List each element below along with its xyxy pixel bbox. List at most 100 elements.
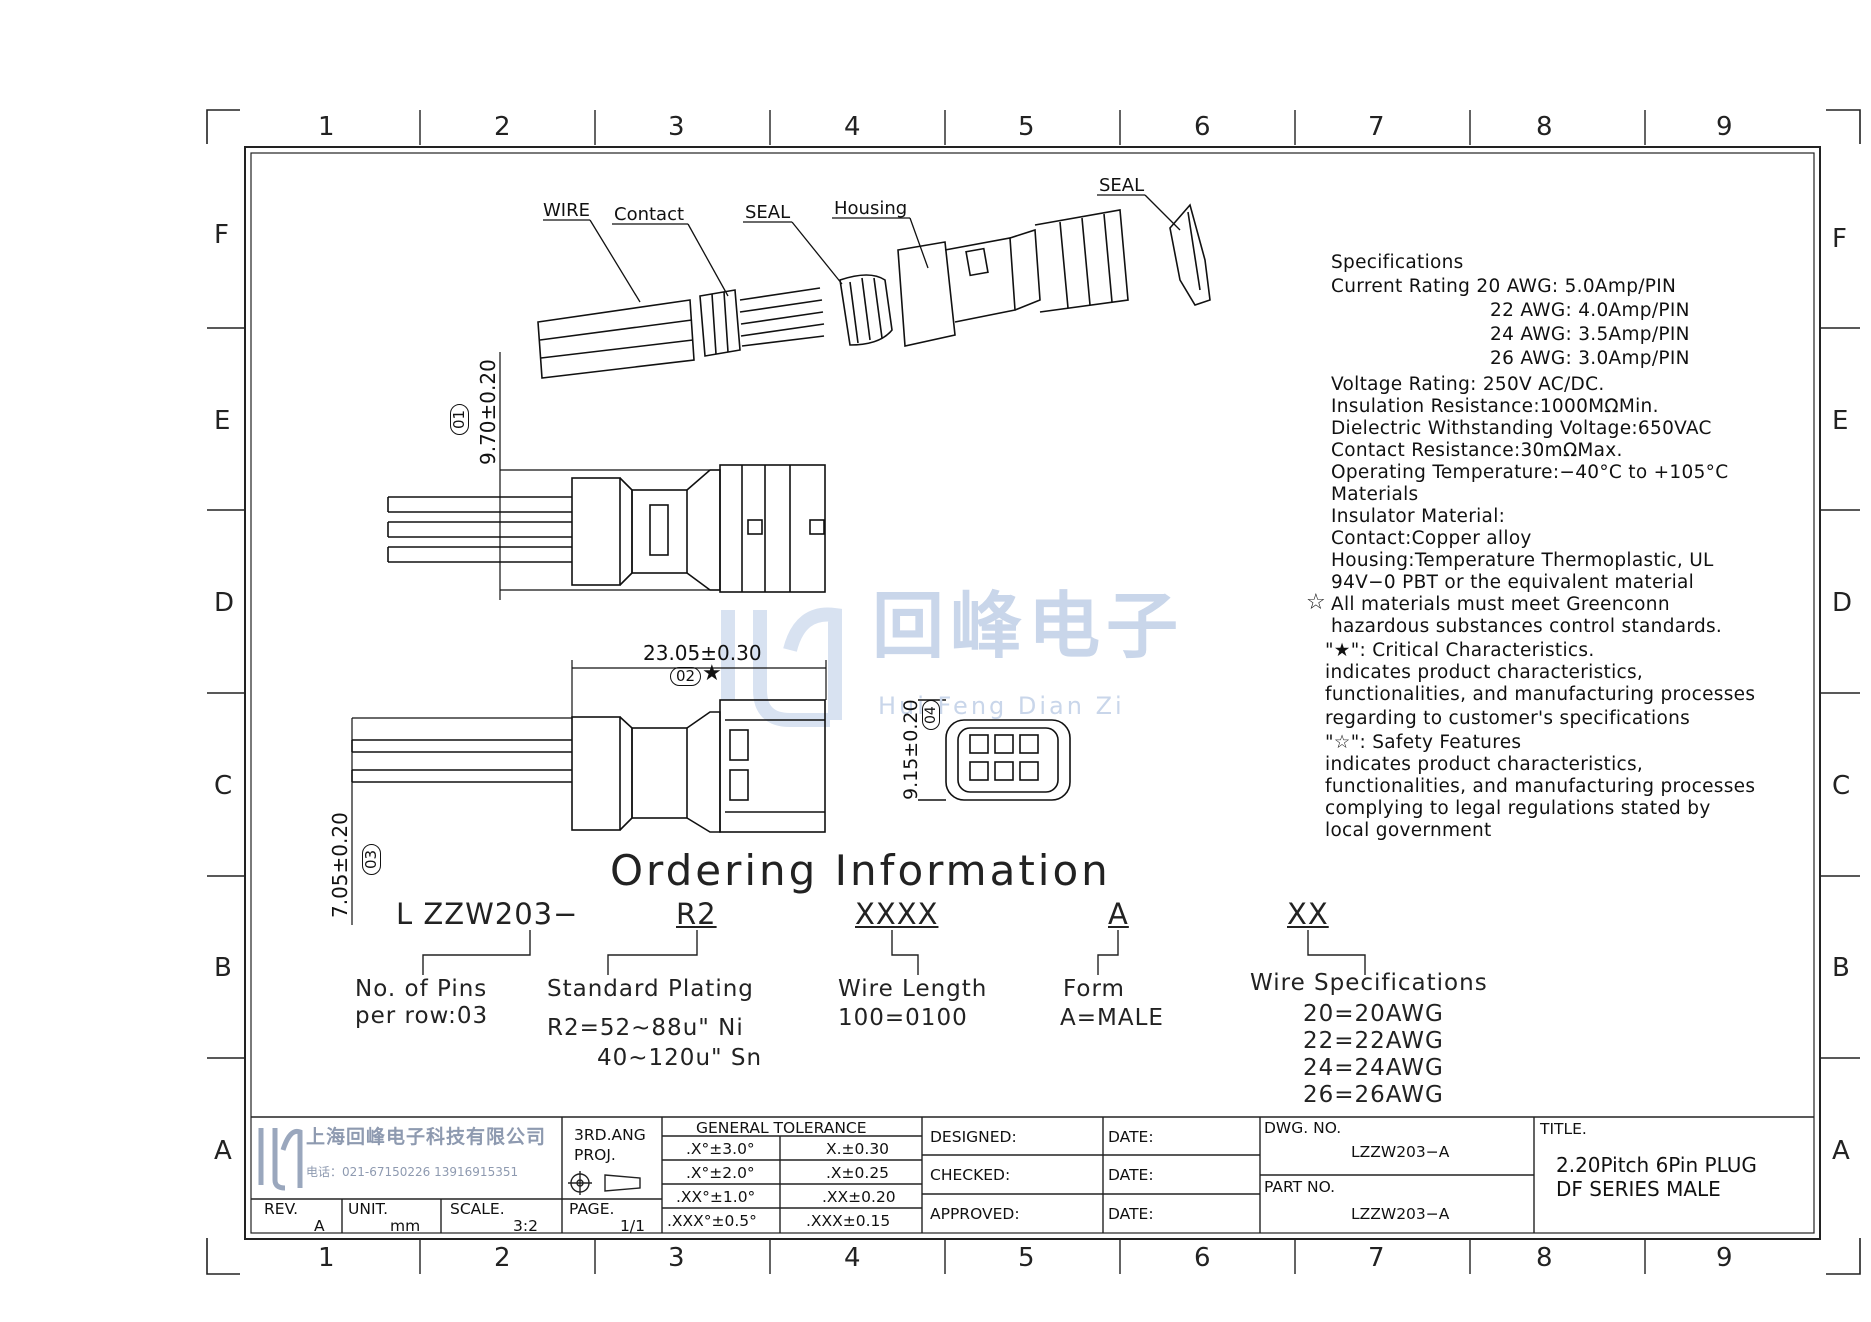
zone-col-7-bottom: 7 — [1368, 1243, 1385, 1273]
tolerance-title: GENERAL TOLERANCE — [696, 1119, 867, 1137]
spec-critical-line-1: indicates product characteristics, — [1325, 662, 1644, 683]
scale-value: 3:2 — [513, 1217, 538, 1235]
zone-col-6-top: 6 — [1194, 112, 1211, 142]
approved-date-label: DATE: — [1108, 1205, 1154, 1223]
spec-safety-line-2: functionalities, and manufacturing proce… — [1325, 776, 1756, 797]
zone-col-9-top: 9 — [1716, 112, 1733, 142]
zone-row-A-right: A — [1832, 1136, 1850, 1166]
dimension-01-balloon: 01 — [450, 403, 469, 435]
company-logo-mark — [258, 1128, 303, 1191]
ordering-length-label: Wire Length — [838, 976, 988, 1002]
zone-col-6-bottom: 6 — [1194, 1243, 1211, 1273]
zone-row-D-right: D — [1832, 588, 1853, 618]
spec-current-20: Current Rating 20 AWG: 5.0Amp/PIN — [1331, 276, 1677, 297]
ordering-code-length: XXXX — [855, 897, 939, 931]
dimension-01-value: 9.70±0.20 — [476, 359, 500, 465]
spec-dielectric: Dielectric Withstanding Voltage:650VAC — [1331, 418, 1712, 439]
dimension-03-value: 7.05±0.20 — [328, 812, 352, 918]
dimension-02-balloon: 02 — [670, 667, 702, 686]
dimension-03-balloon: 03 — [362, 843, 381, 875]
checked-label: CHECKED: — [930, 1166, 1011, 1184]
company-phone: 电话：021-67150226 13916915351 — [306, 1165, 519, 1179]
zone-row-B-right: B — [1832, 953, 1850, 983]
ordering-wire-20: 20=20AWG — [1303, 1001, 1444, 1027]
zone-col-3-bottom: 3 — [668, 1243, 685, 1273]
dimension-02-value: 23.05±0.30 — [643, 641, 762, 665]
zone-col-1-top: 1 — [318, 112, 335, 142]
zone-row-A-left: A — [214, 1136, 232, 1166]
unit-label: UNIT. — [348, 1200, 389, 1218]
spec-housing-material-2: 94V−0 PBT or the equivalent material — [1331, 572, 1695, 593]
title-label: TITLE. — [1540, 1120, 1587, 1138]
checked-date-label: DATE: — [1108, 1166, 1154, 1184]
projection-line-1: 3RD.ANG — [574, 1126, 646, 1144]
ordering-title: Ordering Information — [610, 846, 1111, 895]
spec-current-22: 22 AWG: 4.0Amp/PIN — [1490, 300, 1690, 321]
spec-insulation: Insulation Resistance:1000MΩMin. — [1331, 396, 1659, 417]
spec-safety-line-1: indicates product characteristics, — [1325, 754, 1644, 775]
rev-label: REV. — [264, 1200, 299, 1218]
spec-critical-line-2: functionalities, and manufacturing proce… — [1325, 684, 1756, 705]
zone-col-2-top: 2 — [494, 112, 511, 142]
rev-value: A — [314, 1217, 325, 1235]
exploded-view — [537, 203, 1211, 379]
callout-leaders — [543, 194, 1181, 303]
safety-star-icon: ☆ — [1306, 590, 1326, 615]
spec-insulator-material: Insulator Material: — [1331, 506, 1506, 527]
zone-row-F-left: F — [214, 220, 229, 250]
zone-row-C-left: C — [214, 771, 233, 801]
spec-safety-line-3: complying to legal regulations stated by — [1325, 798, 1711, 819]
title-block-grid — [251, 1116, 1814, 1233]
zone-col-8-bottom: 8 — [1536, 1243, 1553, 1273]
ordering-code-wire: XX — [1287, 897, 1329, 931]
ordering-form-label: Form — [1063, 976, 1125, 1002]
callout-wire: WIRE — [543, 200, 590, 221]
spec-greenconn: All materials must meet Greenconn — [1331, 594, 1670, 615]
front-view — [918, 699, 1071, 801]
tolerance-angle-1: .X°±3.0° — [686, 1140, 755, 1158]
designed-label: DESIGNED: — [930, 1128, 1017, 1146]
projection-line-2: PROJ. — [574, 1146, 616, 1164]
ordering-plating-r2: R2=52~88u" Ni — [547, 1015, 744, 1041]
dwg-no-label: DWG. NO. — [1264, 1119, 1342, 1137]
callout-seal-1: SEAL — [745, 202, 791, 223]
spec-materials: Materials — [1331, 484, 1419, 505]
ordering-wire-26: 26=26AWG — [1303, 1082, 1444, 1108]
tolerance-linear-3: .XX±0.20 — [822, 1188, 896, 1206]
top-view — [387, 464, 826, 593]
spec-safety-title: "☆": Safety Features — [1325, 732, 1522, 753]
ordering-plating-sn: 40~120u" Sn — [597, 1045, 763, 1071]
dim-02-03-lines — [351, 660, 827, 925]
zone-col-4-bottom: 4 — [844, 1243, 861, 1273]
zone-row-E-left: E — [214, 406, 231, 436]
ordering-form-value: A=MALE — [1060, 1005, 1164, 1031]
corner-marks — [206, 109, 1861, 1275]
tolerance-linear-1: X.±0.30 — [826, 1140, 890, 1158]
ordering-wire-22: 22=22AWG — [1303, 1028, 1444, 1054]
spec-voltage: Voltage Rating: 250V AC/DC. — [1331, 374, 1605, 395]
spec-contact-material: Contact:Copper alloy — [1331, 528, 1532, 549]
dimension-04-balloon: 04 — [922, 700, 940, 730]
watermark-brand: 回峰电子 — [872, 584, 1185, 668]
tolerance-angle-3: .XX°±1.0° — [676, 1188, 756, 1206]
spec-critical-line-3: regarding to customer's specifications — [1325, 708, 1691, 729]
part-no-label: PART NO. — [1264, 1178, 1336, 1196]
spec-temperature: Operating Temperature:−40°C to +105°C — [1331, 462, 1729, 483]
ordering-code-form: A — [1108, 897, 1129, 931]
callout-seal-2: SEAL — [1099, 175, 1145, 196]
ordering-pins-label: No. of Pins — [355, 976, 488, 1002]
inner-border — [250, 152, 1815, 1234]
tolerance-angle-2: .X°±2.0° — [686, 1164, 755, 1182]
zone-col-9-bottom: 9 — [1716, 1243, 1733, 1273]
zone-col-3-top: 3 — [668, 112, 685, 142]
page-label: PAGE. — [569, 1200, 615, 1218]
title-line-2: DF SERIES MALE — [1556, 1177, 1721, 1201]
zone-col-2-bottom: 2 — [494, 1243, 511, 1273]
zone-col-7-top: 7 — [1368, 112, 1385, 142]
title-line-1: 2.20Pitch 6Pin PLUG — [1556, 1153, 1757, 1177]
tolerance-linear-4: .XXX±0.15 — [806, 1212, 891, 1230]
tolerance-linear-2: .X±0.25 — [826, 1164, 890, 1182]
ordering-pins-value: per row:03 — [355, 1003, 489, 1029]
zone-ticks — [207, 110, 1860, 1274]
